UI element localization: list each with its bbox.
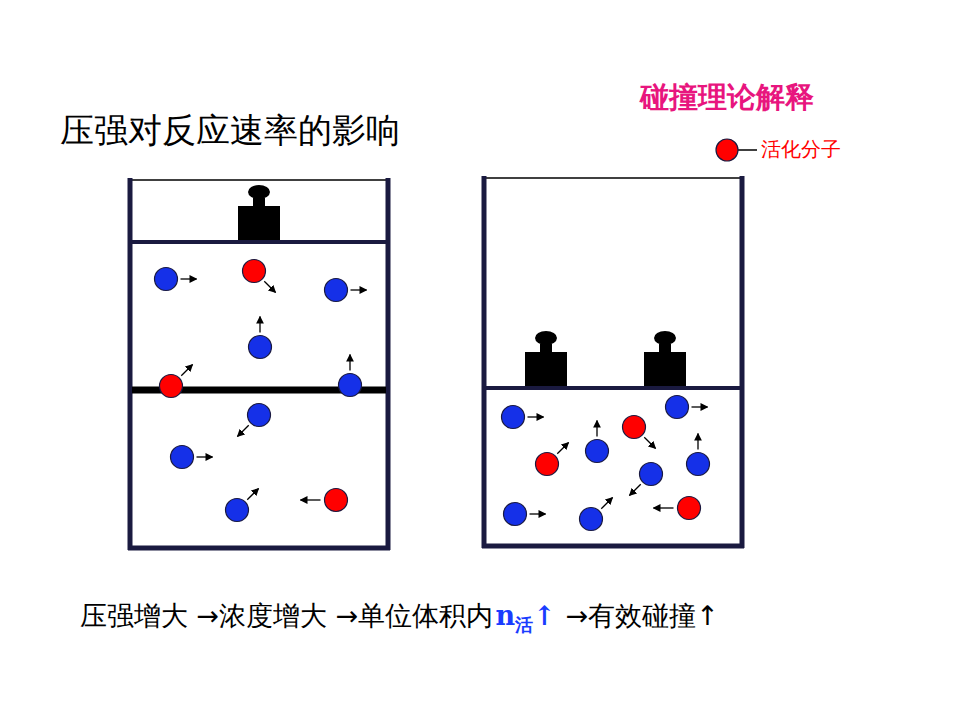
- activated-molecule: [243, 260, 266, 283]
- legend-swatch: [716, 139, 738, 161]
- molecule: [504, 503, 527, 526]
- section-heading: 碰撞理论解释: [640, 78, 814, 118]
- right-cylinder: [482, 176, 744, 548]
- motion-arrow: [301, 499, 321, 500]
- molecule: [502, 406, 525, 429]
- molecule: [249, 336, 272, 359]
- motion-arrow: [181, 364, 192, 375]
- motion-arrow: [528, 416, 544, 417]
- molecule: [580, 508, 603, 531]
- molecule: [687, 453, 710, 476]
- motion-arrow: [601, 497, 612, 508]
- molecule: [339, 374, 362, 397]
- activated-molecule: [160, 375, 183, 398]
- motion-arrow: [247, 488, 258, 499]
- motion-arrow: [692, 406, 708, 407]
- activated-molecule: [623, 416, 646, 439]
- motion-arrow: [264, 281, 275, 292]
- activated-molecule: [678, 497, 701, 520]
- legend-text: 活化分子: [761, 136, 841, 163]
- motion-arrow: [351, 289, 367, 290]
- motion-arrow: [654, 507, 674, 508]
- activated-molecule: [536, 453, 559, 476]
- conclusion-text: n: [495, 600, 515, 631]
- conclusion-line: 压强增大 →浓度增大 →单位体积内n活↑ →有效碰撞↑: [80, 598, 719, 634]
- slide-title: 压强对反应速率的影响: [60, 108, 400, 154]
- conclusion-text: →有效碰撞↑: [566, 598, 719, 634]
- motion-arrow: [237, 425, 248, 436]
- conclusion-text: ↑: [533, 600, 556, 631]
- left-cylinder: [128, 178, 390, 550]
- motion-arrow: [697, 434, 698, 450]
- motion-arrow: [181, 278, 197, 279]
- molecule: [155, 268, 178, 291]
- molecule: [586, 440, 609, 463]
- conclusion-text: 压强增大 →浓度增大 →单位体积内: [80, 598, 493, 634]
- molecule: [666, 396, 689, 419]
- molecule: [325, 279, 348, 302]
- motion-arrow: [629, 484, 640, 495]
- legend-sample: [716, 139, 757, 161]
- molecule: [640, 463, 663, 486]
- legend-leader: [738, 149, 757, 151]
- motion-arrow: [530, 513, 546, 514]
- molecule: [171, 446, 194, 469]
- molecules: [155, 260, 710, 531]
- molecule: [248, 404, 271, 427]
- conclusion-text: 活: [515, 613, 533, 637]
- molecule: [226, 499, 249, 522]
- motion-arrow: [557, 442, 568, 453]
- activated-molecule: [325, 489, 348, 512]
- motion-arrow: [349, 355, 350, 371]
- motion-arrow: [197, 456, 213, 457]
- motion-arrow: [259, 317, 260, 333]
- motion-arrow: [596, 421, 597, 437]
- motion-arrow: [644, 437, 655, 448]
